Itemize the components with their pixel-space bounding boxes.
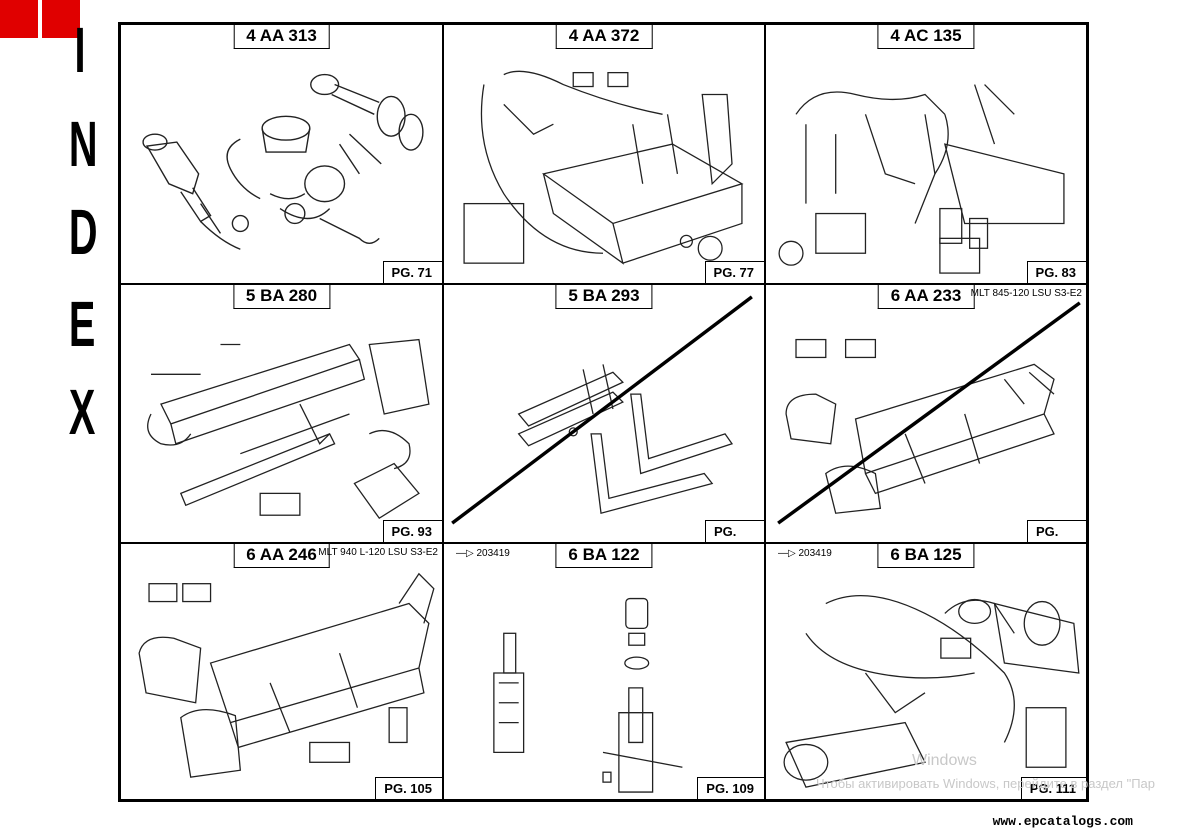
index-letter-d: D [68, 196, 98, 268]
air-filter-diagram [142, 73, 424, 250]
fork-carriage-diagram [451, 295, 753, 525]
cylinder-bracket-diagram [493, 597, 683, 793]
page-reference[interactable]: PG. 93 [382, 520, 442, 542]
catalog-cell-6ba125[interactable]: 6 BA 125 —▷ 203419 PG. 111 [765, 543, 1087, 800]
catalog-cell-4aa372[interactable]: 4 AA 372 PG. 77 [443, 24, 765, 284]
catalog-code: 5 BA 280 [232, 285, 331, 309]
boom-assembly-diagram [147, 338, 430, 520]
catalog-code: 6 AA 246 [233, 544, 330, 568]
model-note: MLT 940 L-120 LSU S3-E2 [318, 547, 438, 558]
serial-note: —▷ 203419 [456, 548, 510, 559]
catalog-cell-5ba293[interactable]: 5 BA 293 PG. [443, 284, 765, 543]
catalog-cell-6aa233[interactable]: 6 AA 233 MLT 845-120 LSU S3-E2 PG. [765, 284, 1087, 543]
windows-activation-text: Чтобы активировать Windows, перейдите в … [816, 776, 1156, 791]
catalog-cell-5ba280[interactable]: 5 BA 280 PG. 93 [120, 284, 443, 543]
website-url[interactable]: www.epcatalogs.com [992, 814, 1133, 829]
catalog-index-grid: 4 AA 313 PG. 71 4 AA 372 PG. 77 [118, 22, 1089, 802]
index-letter-e: E [68, 288, 96, 360]
catalog-cell-6aa246[interactable]: 6 AA 246 MLT 940 L-120 LSU S3-E2 PG. 105 [120, 543, 443, 800]
page-reference[interactable]: PG. 105 [375, 777, 442, 799]
catalog-code: 6 AA 233 [877, 285, 975, 309]
catalog-code: 6 BA 125 [877, 544, 975, 568]
axle-hydraulics-diagram [783, 595, 1080, 788]
serial-note: —▷ 203419 [778, 548, 832, 559]
catalog-cell-6ba122[interactable]: 6 BA 122 —▷ 203419 PG. 109 [443, 543, 765, 800]
page-reference[interactable]: PG. 109 [697, 777, 764, 799]
red-corner-block-right [42, 0, 80, 38]
chassis-frame-diagram [777, 301, 1081, 525]
page-reference[interactable]: PG. [705, 520, 764, 542]
model-note: MLT 845-120 LSU S3-E2 [970, 288, 1082, 299]
fuel-system-diagram [778, 84, 1065, 274]
index-letter-n: N [68, 108, 98, 180]
catalog-code: 5 BA 293 [555, 285, 653, 309]
catalog-code: 4 AC 135 [877, 25, 975, 49]
windows-activation-title: Windows [912, 752, 977, 769]
chassis-frame-diagram [138, 572, 435, 778]
hydraulic-chassis-diagram [463, 70, 744, 265]
catalog-code: 4 AA 313 [233, 25, 330, 49]
catalog-code: 4 AA 372 [555, 25, 653, 49]
page-reference[interactable]: PG. [1027, 520, 1086, 542]
catalog-cell-4ac135[interactable]: 4 AC 135 PG. 83 [765, 24, 1087, 284]
page-reference[interactable]: PG. 111 [1020, 777, 1086, 799]
page-reference[interactable]: PG. 77 [704, 261, 764, 283]
page-reference[interactable]: PG. 71 [382, 261, 442, 283]
page-reference[interactable]: PG. 83 [1026, 261, 1086, 283]
red-corner-block-left [0, 0, 38, 38]
index-letter-i: I [74, 14, 86, 86]
catalog-code: 6 BA 122 [555, 544, 653, 568]
catalog-cell-4aa313[interactable]: 4 AA 313 PG. 71 [120, 24, 443, 284]
index-letter-x: X [68, 376, 96, 448]
